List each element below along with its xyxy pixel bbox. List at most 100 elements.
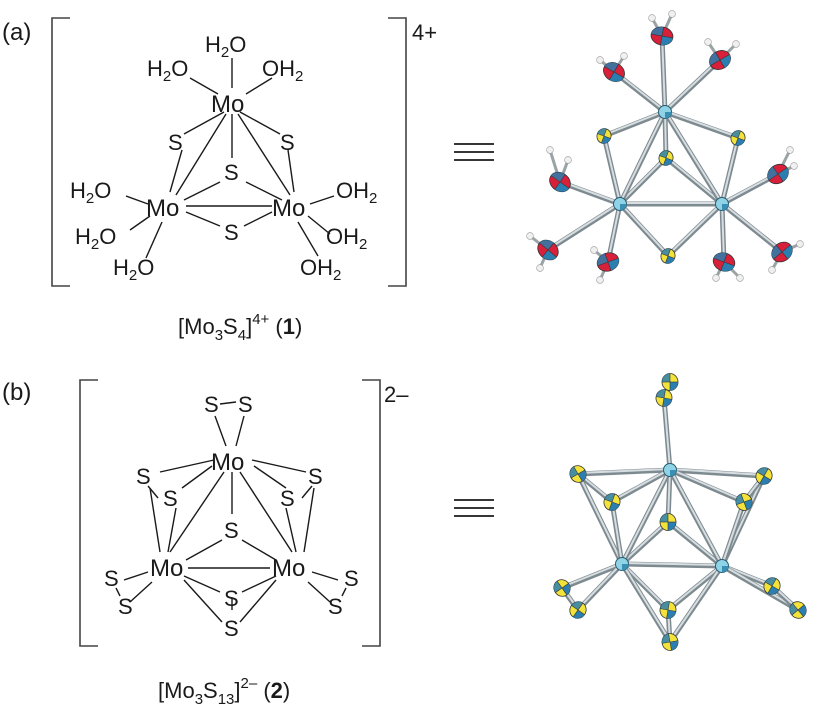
water-ligand-label: H2O xyxy=(147,56,188,85)
bond-highlight xyxy=(669,468,765,476)
sulfur-atom xyxy=(569,601,587,619)
bond-highlight xyxy=(664,110,739,138)
sulfur-atom xyxy=(596,128,612,144)
sulfur-atom xyxy=(659,513,677,531)
molybdenum-atom xyxy=(663,463,677,477)
s-atom-label: S xyxy=(163,486,178,511)
hydrogen-atom xyxy=(590,246,598,254)
hydrogen-atom xyxy=(796,240,804,248)
s-atom-label: S xyxy=(308,464,323,489)
bond-highlight xyxy=(665,156,723,204)
bond-highlight xyxy=(561,562,623,588)
bond-highlight xyxy=(577,472,623,564)
bond-highlight xyxy=(663,396,671,470)
bond-highlight xyxy=(669,468,723,566)
bond-highlight xyxy=(607,202,621,262)
panel-a-equivalence-sign xyxy=(454,143,494,161)
sulfur-atom xyxy=(655,389,673,407)
panel-a-crystal-structure xyxy=(526,10,804,284)
sulfur-atom xyxy=(755,467,773,485)
water-ligand-label: H2O xyxy=(70,178,111,207)
s-atom-label: S xyxy=(118,594,133,619)
bond-highlight xyxy=(621,562,671,642)
oxygen-atom xyxy=(537,239,559,261)
bond-highlight xyxy=(621,468,671,564)
panel-b-left-bracket xyxy=(79,379,98,647)
bond-highlight xyxy=(611,500,623,564)
bond-highlight xyxy=(664,58,721,112)
bond-highlight xyxy=(547,202,621,250)
bond-highlight xyxy=(577,562,623,610)
bond-highlight xyxy=(721,500,745,566)
oxygen-atom xyxy=(549,171,571,193)
molybdenum-atom xyxy=(715,197,729,211)
mo-atom-label: Mo xyxy=(211,449,244,476)
panel-b-caption: [Mo3S13]2– (2) xyxy=(158,675,290,708)
bond-highlight xyxy=(577,468,671,474)
panel-b: (b) 2– xyxy=(2,373,807,708)
panel-b-right-bracket xyxy=(362,379,381,647)
bond-highlight xyxy=(621,562,723,566)
bond-highlight xyxy=(611,468,671,502)
bond-highlight xyxy=(619,202,669,256)
panel-a-left-bracket xyxy=(51,17,70,287)
oxygen-atom xyxy=(709,50,731,70)
molybdenum-atom xyxy=(615,557,629,571)
bond-highlight xyxy=(667,564,723,610)
s-atom-label: S xyxy=(238,392,253,417)
hydrogen-atom xyxy=(648,14,656,22)
panel-b-equivalence-sign xyxy=(454,499,494,517)
s-atom-label: S xyxy=(136,464,151,489)
sulfur-atom xyxy=(660,248,676,264)
s-atom-label: S xyxy=(204,392,219,417)
water-ligand-label: OH2 xyxy=(300,255,341,284)
hydrogen-atom xyxy=(668,10,676,18)
oxygen-atom xyxy=(603,62,625,82)
bond-highlight xyxy=(619,110,666,204)
s-atom-label: S xyxy=(280,130,295,155)
panel-b-bonds xyxy=(115,401,347,623)
bond-highlight xyxy=(621,520,669,564)
molybdenum-atom xyxy=(658,105,672,119)
bond-highlight xyxy=(661,34,666,112)
s-atom-label: S xyxy=(224,220,239,245)
hydrogen-atom xyxy=(596,56,604,64)
panel-a: (a) 4+ xyxy=(2,10,804,344)
panel-a-label: (a) xyxy=(2,19,31,46)
hydrogen-atom xyxy=(786,146,794,154)
s-atom-label: S xyxy=(224,518,239,543)
bond-highlight xyxy=(667,202,723,256)
bond-highlight xyxy=(664,110,723,204)
bond-highlight xyxy=(669,468,745,502)
water-ligand-label: OH2 xyxy=(262,56,303,85)
s-atom-label: S xyxy=(280,486,295,511)
oxygen-atom xyxy=(771,241,793,263)
sulfur-atom xyxy=(659,601,677,619)
hydrogen-atom xyxy=(526,232,534,240)
oxygen-atom xyxy=(596,252,620,272)
panel-a-bonds xyxy=(125,58,335,259)
s-atom-label: S xyxy=(344,566,359,591)
sulfur-atom xyxy=(735,493,753,511)
s-atom-label: S xyxy=(104,566,119,591)
molybdenum-atom xyxy=(613,197,627,211)
water-ligand-label: H2O xyxy=(75,224,116,253)
s-atom-label: S xyxy=(168,130,183,155)
s-atom-label: S xyxy=(224,160,239,185)
panel-b-crystal-structure xyxy=(553,373,807,651)
sulfur-atom xyxy=(730,130,746,146)
bond-highlight xyxy=(669,564,723,642)
hydrogen-atom xyxy=(732,40,740,48)
hydrogen-atom xyxy=(564,156,572,164)
bond-highlight xyxy=(721,202,725,262)
mo-atom-label: Mo xyxy=(211,91,244,118)
mo-atom-label: Mo xyxy=(272,195,305,222)
hydrogen-atom xyxy=(768,266,776,274)
sulfur-atom xyxy=(658,150,674,166)
panel-a-right-bracket xyxy=(388,17,407,287)
oxygen-atom xyxy=(650,26,674,46)
sulfur-atom xyxy=(569,465,587,483)
sulfur-atom xyxy=(553,579,571,597)
